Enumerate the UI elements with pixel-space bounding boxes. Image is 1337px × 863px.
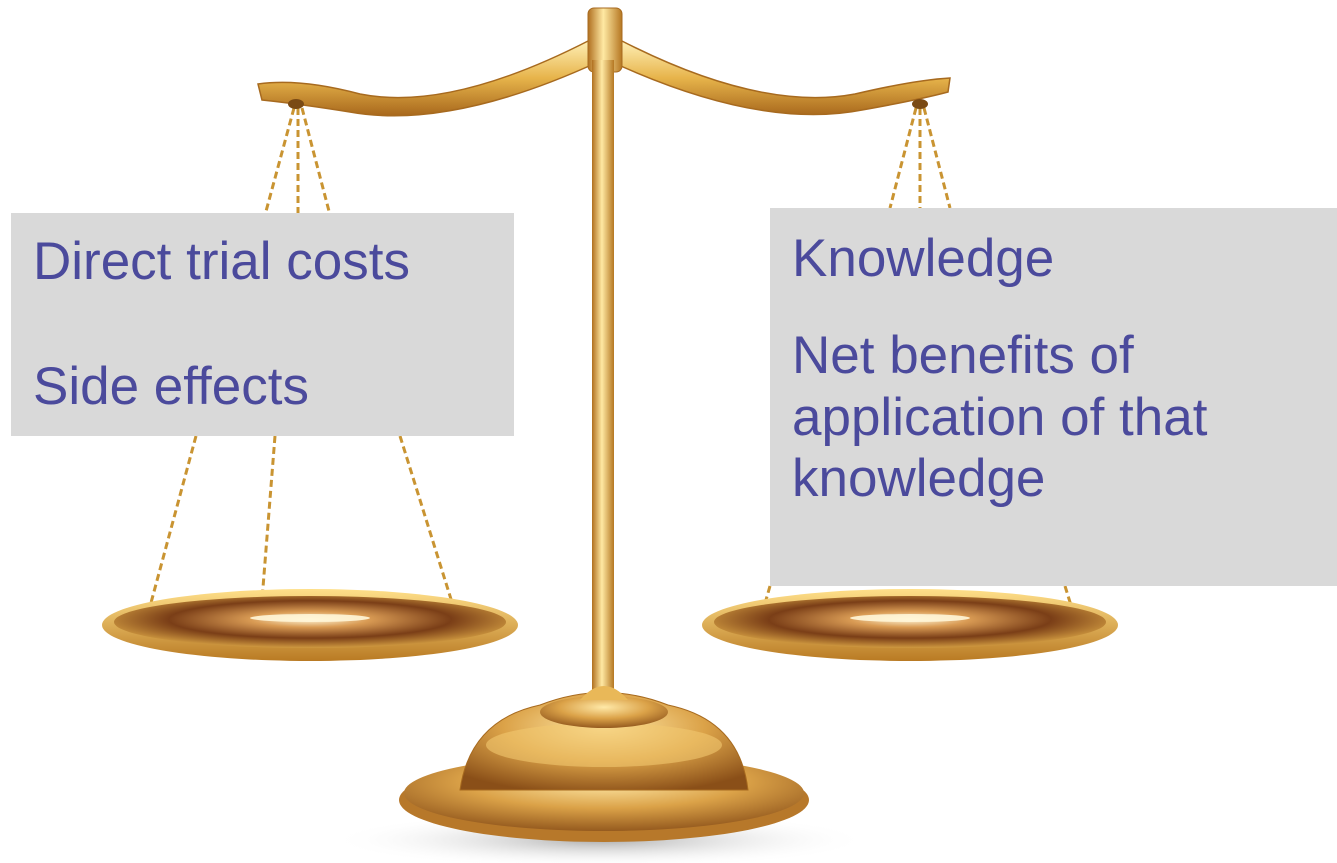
left-pan-label-box: Direct trial costs Side effects xyxy=(11,213,514,436)
right-pan xyxy=(702,589,1118,661)
left-chains xyxy=(143,107,462,629)
left-item-side-effects: Side effects xyxy=(33,357,309,417)
center-pole xyxy=(592,60,614,700)
right-item-knowledge: Knowledge xyxy=(792,229,1055,288)
left-pan xyxy=(102,589,518,661)
left-item-direct-trial-costs: Direct trial costs xyxy=(33,232,410,291)
scale-beam xyxy=(257,39,951,117)
right-item-net-benefits-line-3: knowledge xyxy=(792,449,1046,509)
right-item-net-benefits-line-1: Net benefits of xyxy=(792,326,1134,386)
left-hook xyxy=(288,99,304,109)
right-hook xyxy=(912,99,928,109)
right-item-net-benefits-line-2: application of that xyxy=(792,387,1208,447)
scale-base xyxy=(399,686,809,842)
right-pan-label-box: Knowledge Net benefits of application of… xyxy=(770,208,1337,586)
